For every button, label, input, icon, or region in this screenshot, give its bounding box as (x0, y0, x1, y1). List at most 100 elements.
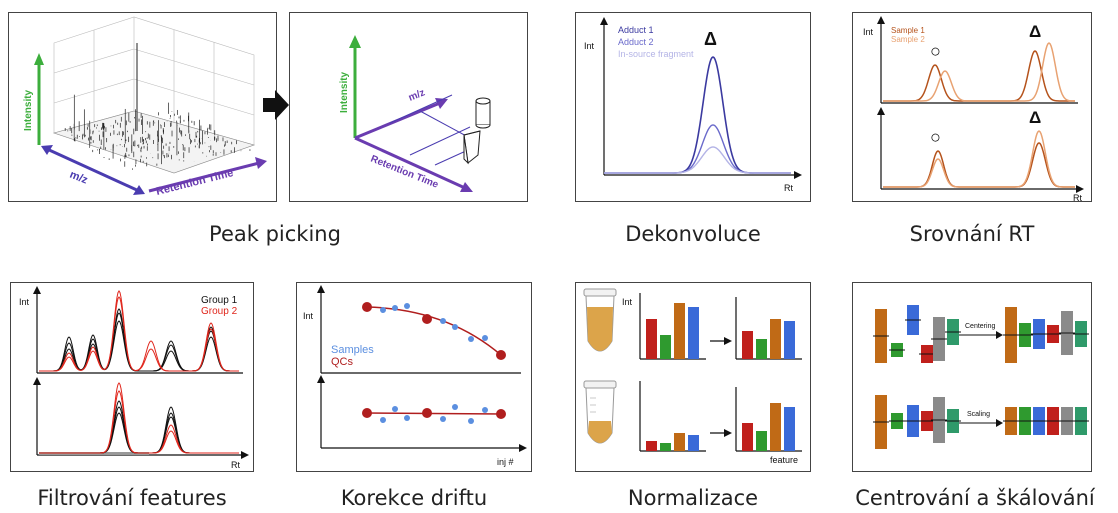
rt-triangle-bottom: Δ (1029, 108, 1041, 127)
prism-icon (463, 130, 481, 165)
tube-icon-top (583, 288, 617, 352)
rt-alignment-plot: Int Rt Sample 1 Sample 2 ○ Δ ○ Δ (863, 16, 1084, 201)
filter-group1-bottom (39, 412, 239, 454)
rt-curves (883, 42, 1075, 188)
rt-alignment-panel: Int Rt Sample 1 Sample 2 ○ Δ ○ Δ (852, 12, 1092, 202)
filter-curves (39, 290, 239, 454)
drift-plot: Int inj # Samples QCs (303, 285, 527, 467)
qc-point (362, 302, 372, 312)
norm-top-bar (742, 331, 753, 359)
caption-deconvolution: Dekonvoluce (625, 222, 761, 246)
normalization-plot: Int feature (583, 288, 802, 465)
drift-legend-1: Samples (331, 344, 374, 356)
qc-point (496, 409, 506, 419)
filter-group2-top (39, 296, 239, 372)
rt-circle-top: ○ (930, 41, 941, 61)
rt-sample2-top (883, 42, 1075, 102)
sample-point (482, 407, 488, 413)
centering-label: Centering (965, 323, 995, 330)
norm-bottom-bar (770, 403, 781, 451)
norm-bars (646, 303, 795, 451)
rt-sample2-bottom (883, 130, 1075, 188)
norm-y-label: Int (622, 297, 633, 307)
raw-top-bar (646, 319, 657, 359)
cylinder-icon (475, 97, 491, 129)
deconv-curves (604, 56, 791, 174)
caption-centering-scaling: Centrování a škálování (855, 486, 1095, 510)
raw-top-bar (674, 303, 685, 359)
arrow-right-icon (263, 90, 289, 120)
sample-point (440, 416, 446, 422)
sample-point (482, 335, 488, 341)
caption-filtering: Filtrování features (37, 486, 227, 510)
norm-x-label: feature (770, 455, 798, 465)
rt-legend-1: Sample 1 (891, 26, 925, 35)
caption-peak-picking: Peak picking (209, 222, 341, 246)
filter-group1-bottom (39, 400, 239, 454)
peak-schema-plot: Intensity m/z Retention Time (339, 35, 491, 192)
schema-y-label: Intensity (339, 71, 350, 113)
sample-point (392, 305, 398, 311)
caption-rt-alignment: Srovnání RT (909, 222, 1035, 246)
rt-sample1-top (883, 50, 1075, 102)
raw-bottom-bar (660, 443, 671, 451)
norm-top-bar (770, 319, 781, 359)
caption-normalization: Normalizace (627, 486, 759, 510)
norm-top-bar (756, 339, 767, 359)
scaling-plot: Centering Scaling (873, 305, 1089, 449)
deconv-legend-3: In-source fragment (618, 49, 694, 59)
adduct2-curve (604, 124, 791, 174)
raw-bottom-bar (674, 433, 685, 451)
deconvolution-plot: Int Rt Adduct 1 Adduct 2 In-source fragm… (584, 17, 802, 193)
filter-group1-top (39, 312, 239, 372)
filtering-panel: Int Rt Group 1 Group 2 (10, 282, 254, 472)
rt-x-label: Rt (1073, 193, 1082, 201)
peak3d-y-label: Intensity (23, 89, 34, 131)
sample-point (452, 404, 458, 410)
drift-legend-2: QCs (331, 356, 354, 368)
deconv-legend-2: Adduct 2 (618, 37, 654, 47)
filtering-plot: Int Rt Group 1 Group 2 (19, 286, 249, 470)
sample-point (380, 307, 386, 313)
rt-legend-2: Sample 2 (891, 35, 925, 44)
rt-circle-bottom: ○ (930, 127, 941, 147)
sample-point (380, 417, 386, 423)
filter-legend-1: Group 1 (201, 295, 238, 306)
norm-bottom-bar (742, 423, 753, 451)
filter-legend-2: Group 2 (201, 306, 238, 317)
deconvolution-panel: Int Rt Adduct 1 Adduct 2 In-source fragm… (575, 12, 811, 202)
peak3d-x-label: m/z (68, 169, 90, 187)
raw-bottom-bar (688, 435, 699, 451)
drift-panel: Int inj # Samples QCs (296, 282, 532, 472)
filter-group2-bottom (39, 390, 239, 454)
filter-y-label: Int (19, 297, 30, 307)
scaling-label: Scaling (967, 411, 990, 418)
raw-bottom-bar (646, 441, 657, 451)
scale-boxes (873, 305, 1089, 449)
corrected-line (364, 412, 504, 415)
drift-marks (362, 302, 506, 424)
raw-top-bar (660, 335, 671, 359)
filter-group2-bottom (39, 382, 239, 454)
sample-point (468, 418, 474, 424)
scaling-panel: Centering Scaling (852, 282, 1092, 472)
filter-x-label: Rt (231, 460, 240, 470)
qc-point (422, 408, 432, 418)
tube-icon-bottom (583, 380, 617, 444)
rt-triangle-top: Δ (1029, 22, 1041, 41)
deconv-x-label: Rt (784, 183, 793, 193)
normalization-panel: Int feature (575, 282, 811, 472)
norm-top-bar (784, 321, 795, 359)
peak-3d-plot: Intensity m/z Retention Time (23, 16, 267, 198)
fragment-curve (604, 146, 791, 174)
drift-fit-curve (366, 306, 502, 356)
drift-x-label: inj # (497, 457, 514, 467)
norm-bottom-bar (784, 407, 795, 451)
sample-point (440, 318, 446, 324)
filter-group1-bottom (39, 406, 239, 454)
sample-point (452, 324, 458, 330)
drift-y-label: Int (303, 311, 314, 321)
peak3d-z-label: Retention Time (155, 167, 235, 198)
sample-point (392, 406, 398, 412)
qc-point (362, 408, 372, 418)
